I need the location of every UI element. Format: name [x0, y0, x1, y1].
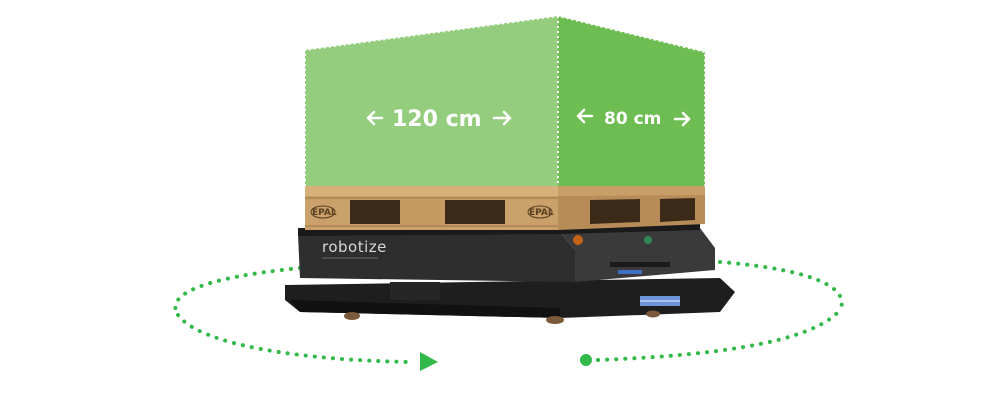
arrow-right-icon [492, 110, 512, 126]
arrow-left-icon [366, 110, 384, 126]
emergency-stop-icon [573, 235, 583, 245]
indicator-icon [644, 236, 652, 244]
rotation-path-back [173, 260, 844, 317]
length-label: 120 cm [392, 107, 482, 132]
length-dimension: 120 cm [366, 107, 512, 132]
robot-brand-label: robotize [322, 238, 387, 256]
pallet-stamp-left: EPAL [312, 208, 337, 218]
status-light-icon [618, 270, 642, 274]
width-label: 80 cm [604, 109, 661, 129]
pallet: EPAL EPAL [305, 186, 705, 230]
pallet-stamp-right: EPAL [529, 208, 554, 218]
arrow-head-icon [420, 352, 438, 371]
arrow-left-icon [576, 108, 594, 124]
path-start-dot-icon [580, 354, 592, 366]
rotation-path-front [176, 308, 842, 371]
arrow-right-icon [673, 111, 691, 127]
width-dimension: 80 cm [576, 108, 691, 129]
cargo-volume: 120 cm 80 cm [304, 14, 706, 186]
robot-base: robotize [285, 224, 735, 324]
